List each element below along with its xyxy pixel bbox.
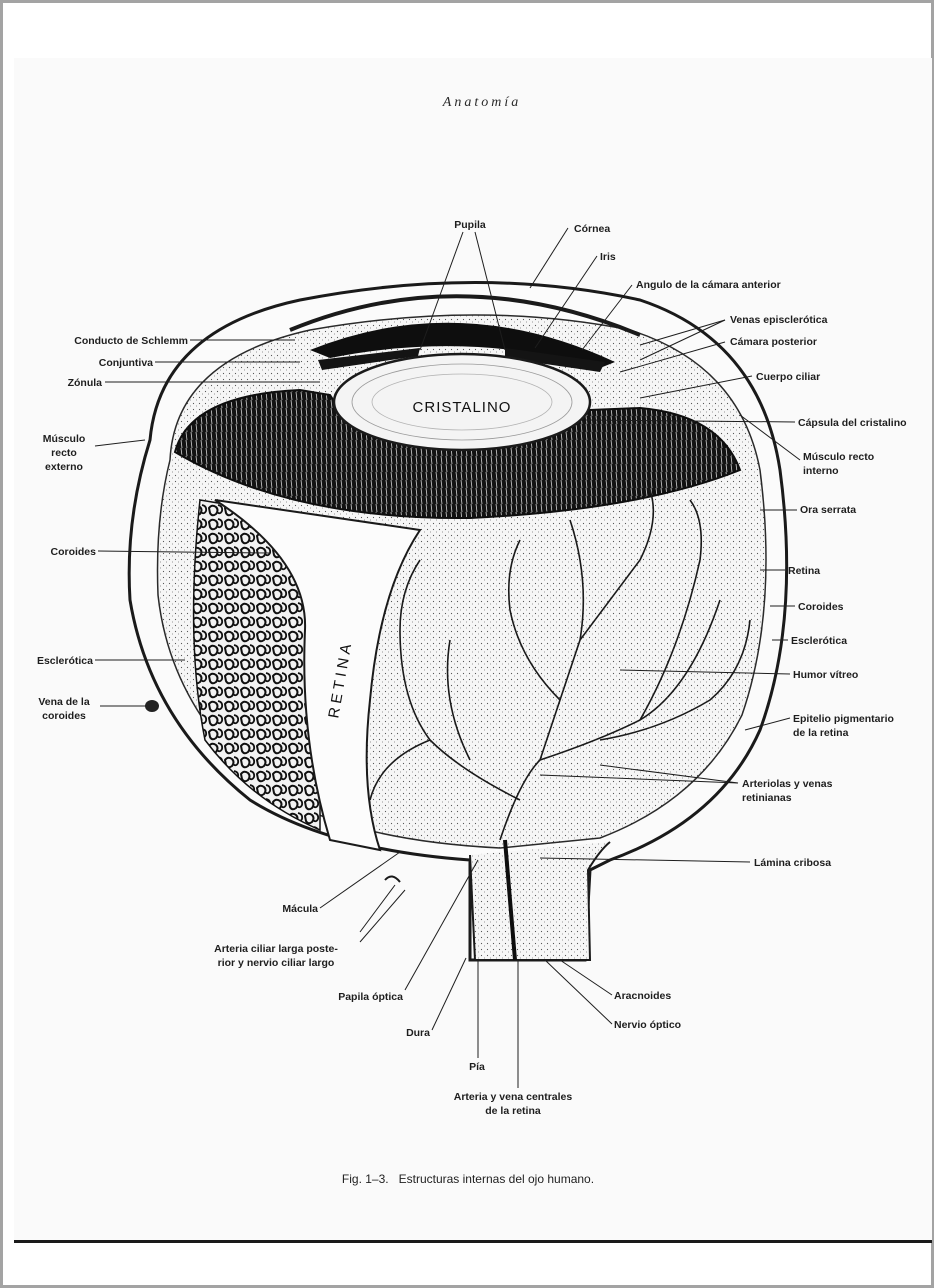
eyeball-drawing: CRISTALINO RETINA bbox=[129, 283, 787, 961]
label-camara-posterior: Cámara posterior bbox=[730, 336, 817, 348]
label-recto-externo-2: recto bbox=[51, 447, 77, 459]
label-humor-vitreo: Humor vítreo bbox=[793, 669, 858, 681]
label-arteria-central-1: Arteria y vena centrales bbox=[454, 1091, 573, 1103]
label-epitelio-2: de la retina bbox=[793, 727, 849, 739]
label-aracnoides: Aracnoides bbox=[614, 990, 671, 1002]
label-pupila: Pupila bbox=[454, 219, 486, 231]
label-ora-serrata: Ora serrata bbox=[800, 504, 856, 516]
label-vena-1: Vena de la bbox=[38, 696, 90, 708]
label-lamina: Lámina cribosa bbox=[754, 857, 831, 869]
label-esclerotica-right: Esclerótica bbox=[791, 635, 847, 647]
running-head: Anatomía bbox=[442, 95, 521, 110]
label-vena-2: coroides bbox=[42, 710, 86, 722]
label-capsula: Cápsula del cristalino bbox=[798, 417, 907, 429]
figure-caption: Fig. 1–3. Estructuras internas del ojo h… bbox=[342, 1172, 594, 1186]
label-coroides-right: Coroides bbox=[798, 601, 844, 613]
label-papila: Papila óptica bbox=[338, 991, 403, 1003]
label-recto-externo-1: Músculo bbox=[43, 433, 86, 445]
label-zonula: Zónula bbox=[68, 377, 103, 389]
label-pia: Pía bbox=[469, 1061, 485, 1073]
label-arteria-central-2: de la retina bbox=[485, 1105, 541, 1117]
label-cornea: Córnea bbox=[574, 223, 610, 235]
label-recto-interno-1: Músculo recto bbox=[803, 451, 874, 463]
optic-nerve bbox=[470, 842, 610, 960]
label-esclerotica-left: Esclerótica bbox=[37, 655, 93, 667]
label-arteria-ciliar-1: Arteria ciliar larga poste- bbox=[214, 943, 338, 955]
label-recto-externo-3: externo bbox=[45, 461, 83, 473]
lens-label: CRISTALINO bbox=[413, 399, 512, 416]
label-iris: Iris bbox=[600, 251, 616, 263]
label-venas-episclerotica: Venas episclerótica bbox=[730, 314, 828, 326]
ciliary-artery-bump bbox=[385, 876, 400, 882]
label-macula: Mácula bbox=[282, 903, 318, 915]
choroid-vein-knot bbox=[145, 700, 159, 712]
label-arteriolas-2: retinianas bbox=[742, 792, 792, 804]
label-schlemm: Conducto de Schlemm bbox=[74, 335, 188, 347]
label-coroides-left: Coroides bbox=[50, 546, 96, 558]
label-angulo: Angulo de la cámara anterior bbox=[636, 279, 781, 291]
label-arteriolas-1: Arteriolas y venas bbox=[742, 778, 833, 790]
label-cuerpo-ciliar: Cuerpo ciliar bbox=[756, 371, 820, 383]
label-conjuntiva: Conjuntiva bbox=[99, 357, 153, 369]
label-epitelio-1: Epitelio pigmentario bbox=[793, 713, 894, 725]
label-nervio-optico: Nervio óptico bbox=[614, 1019, 681, 1031]
label-retina-right: Retina bbox=[788, 565, 820, 577]
label-recto-interno-2: interno bbox=[803, 465, 839, 477]
label-arteria-ciliar-2: rior y nervio ciliar largo bbox=[218, 957, 335, 969]
label-dura: Dura bbox=[406, 1027, 430, 1039]
